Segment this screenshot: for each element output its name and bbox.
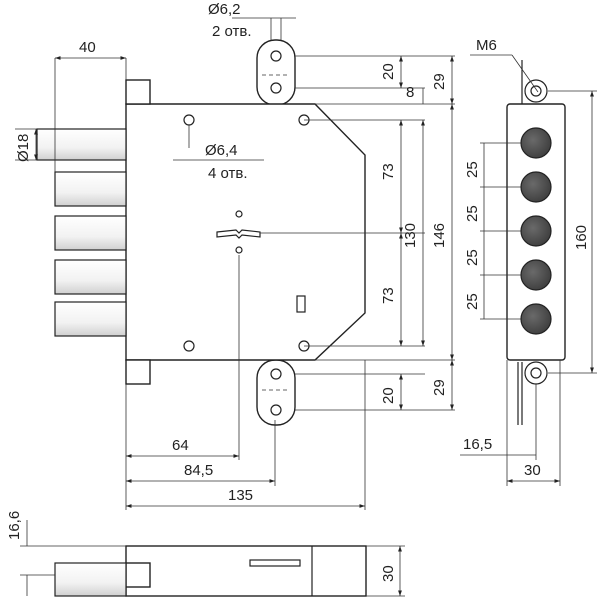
dim-64-label: 64 [172, 437, 189, 454]
dim-8-label: 8 [406, 84, 414, 101]
bolt-4 [54, 259, 127, 295]
pitch-25-a-label: 25 [464, 161, 481, 178]
faceplate-dimensions: M6 25 25 25 25 160 16,5 30 [460, 37, 597, 486]
dim-84-5-label: 84,5 [184, 462, 213, 479]
faceplate-view [506, 60, 566, 425]
bolt-2 [54, 171, 127, 207]
bolt-head-2 [520, 171, 552, 203]
dim-16-5-label: 16,5 [463, 436, 492, 453]
dim-130-label: 130 [402, 223, 419, 248]
dim-135-label: 135 [228, 487, 253, 504]
bolt-head-3 [520, 215, 552, 247]
bolt-diameter-label: Ø18 [15, 134, 32, 162]
dim-29-top-label: 29 [431, 73, 448, 90]
dim-160-label: 160 [573, 225, 590, 250]
bolt-1 [36, 128, 127, 161]
pitch-25-d-label: 25 [464, 293, 481, 310]
bolt-3 [54, 215, 127, 251]
pitch-25-c-label: 25 [464, 249, 481, 266]
bolt-head-4 [520, 259, 552, 291]
dim-73-top-label: 73 [380, 163, 397, 180]
thread-m6-label: M6 [476, 37, 497, 54]
dim-30-front-label: 30 [524, 462, 541, 479]
bolt-5 [54, 301, 127, 337]
dim-16-6-label: 16,6 [6, 511, 23, 540]
bolt-head-5 [520, 303, 552, 335]
dim-73-bottom-label: 73 [380, 287, 397, 304]
front-dimensions: Ø6,2 2 отв. 40 Ø18 Ø6,4 4 отв. 20 8 29 [15, 1, 455, 508]
hole-diameter-body-label: Ø6,4 [205, 142, 238, 159]
dim-20-bottom-label: 20 [380, 387, 397, 404]
top-view: 16,6 30 [6, 511, 405, 597]
pitch-25-b-label: 25 [464, 205, 481, 222]
hole-count-body-label: 4 отв. [208, 165, 248, 182]
dim-20-top-label: 20 [380, 63, 397, 80]
hole-diameter-top-label: Ø6,2 [208, 1, 241, 18]
dim-29-bottom-label: 29 [431, 379, 448, 396]
bolt-projection-label: 40 [79, 39, 96, 56]
dim-30-side-label: 30 [380, 565, 397, 582]
front-view [36, 39, 366, 510]
hole-count-top-label: 2 отв. [212, 23, 252, 40]
top-fixing-plate [256, 39, 296, 106]
lock-case [125, 103, 366, 361]
bolt-head-1 [520, 127, 552, 159]
dim-146-label: 146 [431, 223, 448, 248]
